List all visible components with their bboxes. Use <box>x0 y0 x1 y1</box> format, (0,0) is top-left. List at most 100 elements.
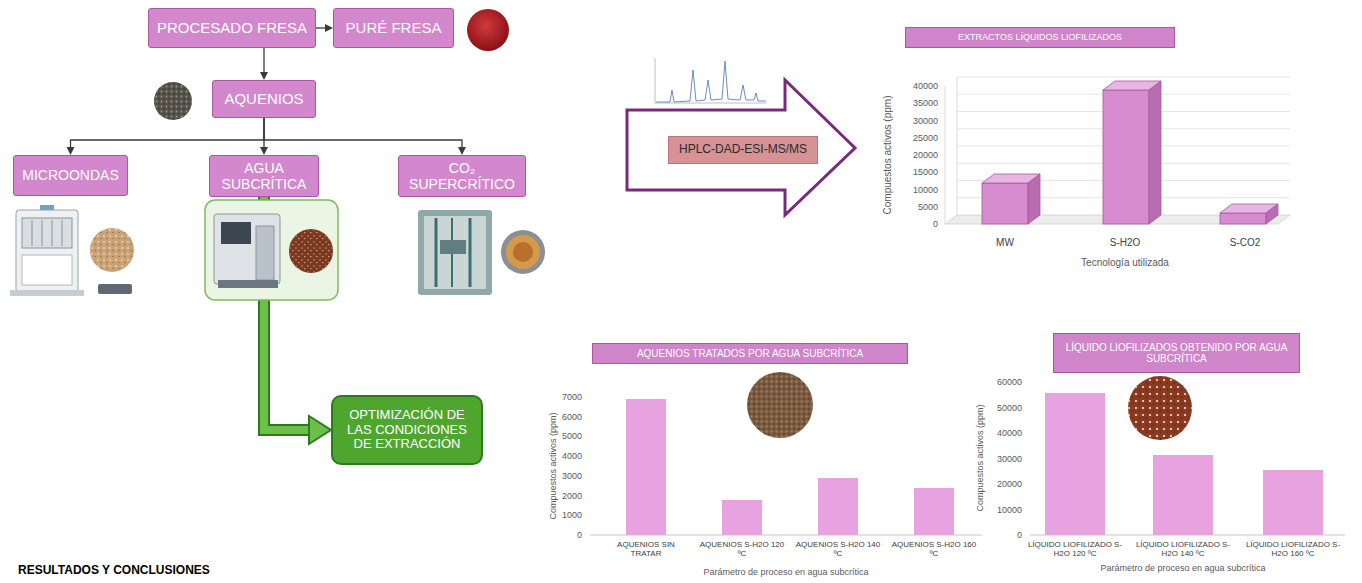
illustration-part <box>256 226 274 280</box>
category-label: AQUENIOS SIN TRATAR <box>603 540 689 558</box>
box-label: AQUENIOS TRATADOS POR AGUA SUBCRÍTICA <box>637 348 863 360</box>
arrowhead <box>260 72 268 80</box>
tick-label: 0 <box>1017 530 1022 540</box>
illustration-part <box>52 220 53 246</box>
chromatogram <box>655 58 766 103</box>
process-box: PURÉ FRESA <box>333 8 454 48</box>
illustration-part <box>16 210 78 292</box>
axis-title: Parámetro de proceso en agua subcrítica <box>1100 563 1265 573</box>
illustration-part <box>655 58 656 103</box>
treated-achenes-photo <box>747 372 813 438</box>
illustration-part <box>982 183 1028 224</box>
illustration-part <box>62 220 63 246</box>
tick-label: 6000 <box>562 412 582 422</box>
analysis-badge: HPLC-DAD-ESI-MS/MS <box>668 136 818 164</box>
chart-title: LÍQUIDO LIOFILIZADOS OBTENIDO POR AGUA S… <box>1053 333 1300 373</box>
tick-label: 60000 <box>997 377 1022 387</box>
illustration-part <box>469 218 472 287</box>
bar-3d <box>1103 81 1161 224</box>
tick-label: 10000 <box>913 184 938 194</box>
illustration-part <box>957 77 1290 78</box>
bar <box>818 478 858 535</box>
category-label: AQUENIOS S-H2O 140 ºC <box>795 540 881 558</box>
connector-line <box>71 118 265 148</box>
illustration-part <box>418 210 492 295</box>
box-label: LÍQUIDO LIOFILIZADOS OBTENIDO POR AGUA S… <box>1060 342 1293 365</box>
illustration-part <box>1028 174 1040 224</box>
illustration-part <box>218 280 278 288</box>
highlight-frame <box>205 200 338 300</box>
tick-label: 0 <box>933 219 938 229</box>
treated-achenes-texture <box>747 372 813 438</box>
category-label: AQUENIOS S-H2O 160 ºC <box>891 540 977 558</box>
tick-label: 7000 <box>562 392 582 402</box>
section-heading: RESULTADOS Y CONCLUSIONES <box>18 564 210 578</box>
subcritical-water-device <box>214 214 280 288</box>
supercritical-co2-plant <box>418 210 492 295</box>
axis-title: Compuestos activos (ppm) <box>882 96 894 215</box>
connector <box>264 118 466 155</box>
illustration-part <box>1266 204 1278 224</box>
box-label: PROCESADO FRESA <box>157 19 307 36</box>
tick-label: 0 <box>577 530 582 540</box>
result-box: OPTIMIZACIÓN DE LAS CONDICIONES DE EXTRA… <box>331 395 483 465</box>
achene-dish <box>154 82 192 120</box>
co2-residue-rim <box>501 230 545 274</box>
category-label: S-H2O <box>1110 237 1141 249</box>
box-label: CO₂ SUPERCRÍTICO <box>405 160 519 192</box>
illustration-part <box>10 290 84 296</box>
illustration-part <box>656 61 766 102</box>
tick-label: 20000 <box>913 150 938 160</box>
category-label: LÍQUIDO LIOFILIZADO S-H2O 140 ºC <box>1131 540 1235 558</box>
tick-label: 5000 <box>562 431 582 441</box>
microwave-device <box>10 205 84 296</box>
analysis-arrow <box>627 80 855 215</box>
co2-residue-core <box>513 242 533 262</box>
lyophilized-extract-photo <box>1128 376 1192 440</box>
illustration-part <box>1103 90 1149 224</box>
box-label: EXTRACTOS LÍQUIDOS LIOFILIZADOS <box>958 32 1122 42</box>
chart-3d-frame <box>945 77 1290 224</box>
box-label: HPLC-DAD-ESI-MS/MS <box>679 143 807 157</box>
illustration-part <box>655 103 766 104</box>
connector-line <box>316 27 326 28</box>
tick-label: 15000 <box>913 167 938 177</box>
box-label: AGUA SUBCRÍTICA <box>216 160 312 192</box>
illustration-part <box>1220 213 1266 224</box>
axis-title: Parámetro de proceso en agua subcrítica <box>703 567 868 577</box>
method-box: MICROONDAS <box>13 155 128 196</box>
tick-label: 40000 <box>913 81 938 91</box>
bar <box>626 399 666 535</box>
illustration-part <box>214 214 280 284</box>
arrowhead <box>67 147 75 155</box>
bar <box>914 488 954 535</box>
bar-3d <box>1220 204 1278 224</box>
category-label: LÍQUIDO LIOFILIZADO S-H2O 160 ºC <box>1241 540 1345 558</box>
bar <box>1263 470 1323 535</box>
arrowhead <box>325 24 333 32</box>
axis-title: Tecnología utilizada <box>1081 257 1169 269</box>
bar <box>1045 393 1105 535</box>
tick-label: 10000 <box>997 504 1022 514</box>
illustration-part <box>22 255 72 285</box>
tick-label: 25000 <box>913 133 938 143</box>
subcritical-residue-texture <box>289 229 333 273</box>
connector <box>260 48 268 80</box>
connector-line <box>264 118 462 148</box>
chart-title: AQUENIOS TRATADOS POR AGUA SUBCRÍTICA <box>592 343 908 364</box>
achene-texture <box>154 82 192 120</box>
process-box: PROCESADO FRESA <box>148 8 316 48</box>
subcritical-residue <box>289 229 333 273</box>
illustration-part <box>435 218 438 287</box>
connector <box>316 24 333 32</box>
method-box: CO₂ SUPERCRÍTICO <box>398 155 526 197</box>
box-label: OPTIMIZACIÓN DE LAS CONDICIONES DE EXTRA… <box>345 408 469 453</box>
lyophilized-extract-texture <box>1128 376 1192 440</box>
category-label: MW <box>996 237 1014 249</box>
process-box: AQUENIOS <box>212 80 316 118</box>
axis-title: Compuestos activos (ppm) <box>975 404 985 511</box>
category-label: AQUENIOS S-H2O 120 ºC <box>699 540 785 558</box>
illustration-part <box>424 216 486 289</box>
bar <box>1153 455 1213 535</box>
